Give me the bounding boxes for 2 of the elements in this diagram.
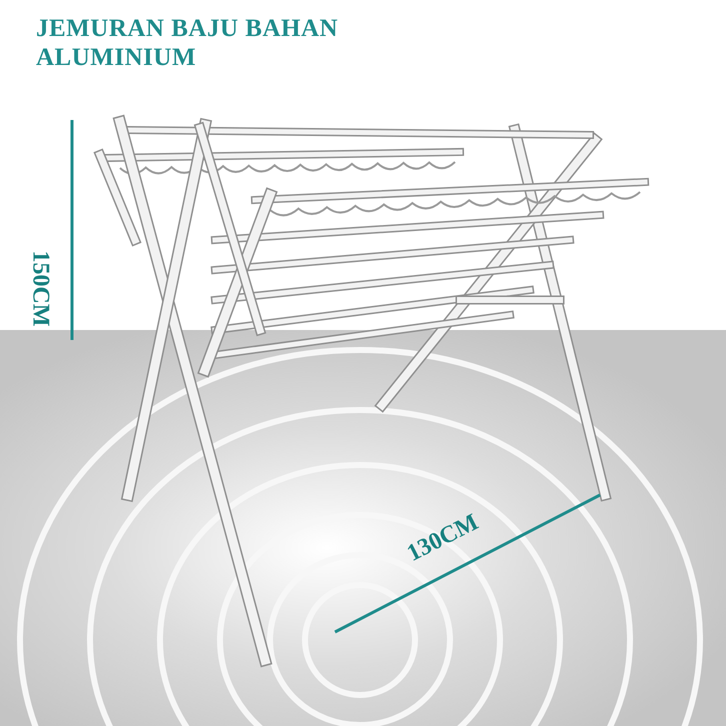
title: JEMURAN BAJU BAHAN ALUMINIUM bbox=[36, 14, 340, 72]
dimension-label: 150CM bbox=[26, 250, 54, 326]
